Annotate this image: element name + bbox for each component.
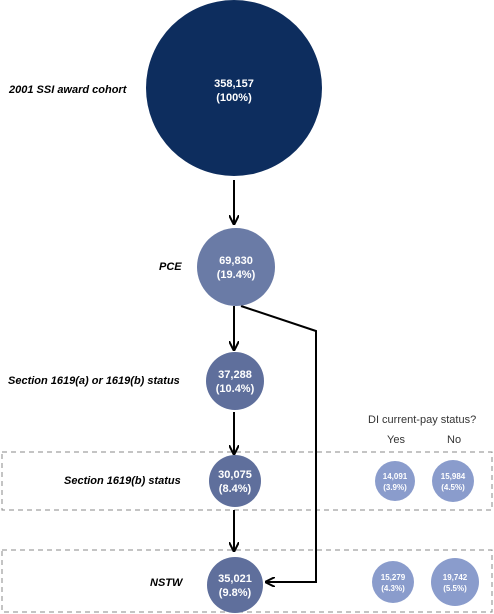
- cohort-count: 358,157: [214, 78, 254, 90]
- nstw-no-count: 19,742: [443, 573, 468, 582]
- label-1619ab: Section 1619(a) or 1619(b) status: [8, 375, 180, 387]
- di-no-header: No: [447, 434, 462, 446]
- cohort-pct: (100%): [216, 92, 252, 104]
- nstw-count: 35,021: [218, 573, 252, 585]
- circle-pce: [197, 228, 275, 306]
- pce-count: 69,830: [219, 255, 253, 267]
- row-box-nstw: [1, 549, 493, 613]
- circle-cohort: [146, 0, 322, 176]
- nstw-no-pct: (5.5%): [443, 584, 467, 593]
- label-nstw: NSTW: [150, 577, 183, 589]
- di-status-header: DI current-pay status?: [368, 414, 477, 426]
- arrow-pce-to-nstw: [240, 305, 317, 582]
- circle-1619b-yes: [375, 461, 415, 501]
- circle-1619ab: [206, 352, 264, 410]
- 1619b-no-count: 15,984: [441, 472, 466, 481]
- circle-nstw: [207, 557, 263, 613]
- nstw-yes-pct: (4.3%): [381, 584, 405, 593]
- 1619b-yes-count: 14,091: [383, 472, 408, 481]
- label-cohort: 2001 SSI award cohort: [9, 84, 127, 96]
- label-1619b: Section 1619(b) status: [64, 475, 181, 487]
- circle-nstw-no: [431, 558, 479, 606]
- pce-pct: (19.4%): [217, 269, 256, 281]
- label-pce: PCE: [159, 261, 182, 273]
- 1619b-no-pct: (4.5%): [441, 483, 465, 492]
- 1619b-count: 30,075: [218, 469, 252, 481]
- di-yes-header: Yes: [387, 434, 405, 446]
- 1619b-yes-pct: (3.9%): [383, 483, 407, 492]
- circle-nstw-yes: [372, 561, 414, 603]
- 1619ab-count: 37,288: [218, 369, 252, 381]
- row-box-1619b: [1, 451, 493, 511]
- nstw-pct: (9.8%): [219, 587, 252, 599]
- 1619b-pct: (8.4%): [219, 483, 252, 495]
- circle-1619b-no: [432, 460, 474, 502]
- 1619ab-pct: (10.4%): [216, 383, 255, 395]
- nstw-yes-count: 15,279: [381, 573, 406, 582]
- circle-1619b: [209, 455, 261, 507]
